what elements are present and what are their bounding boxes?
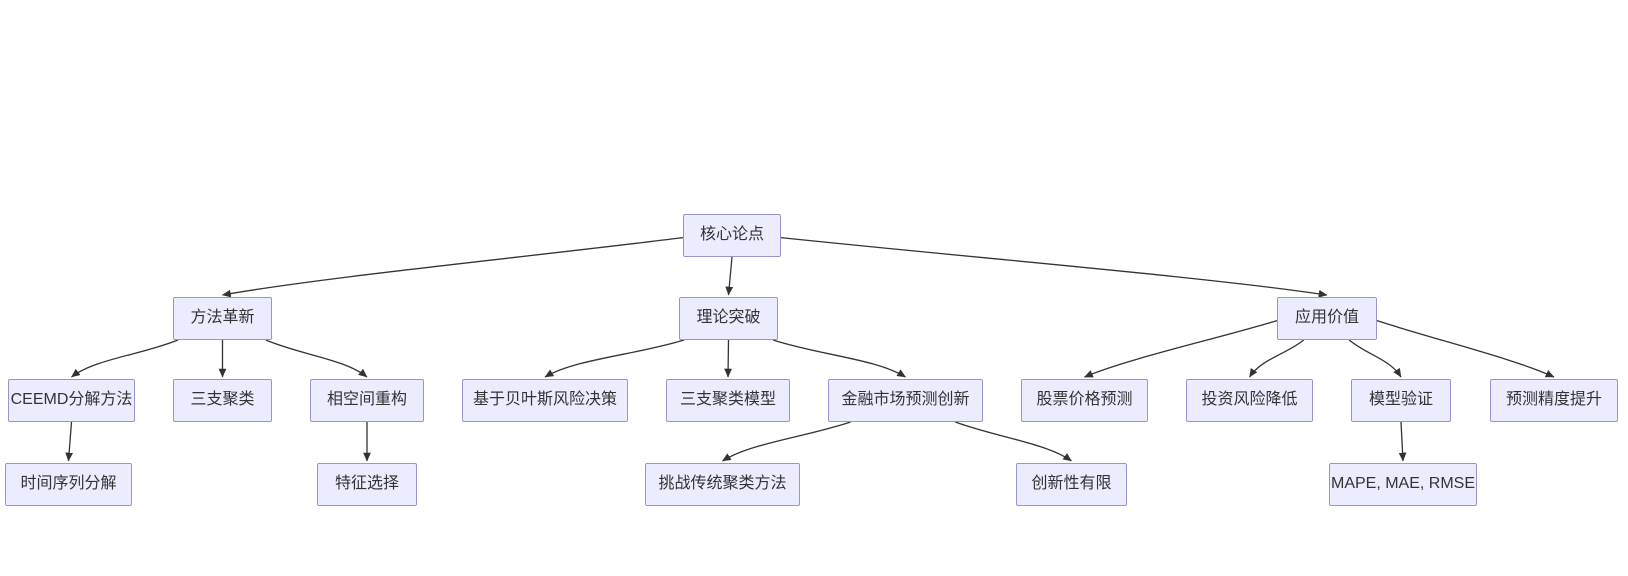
node-label: 理论突破 xyxy=(696,309,761,326)
node-label: 核心论点 xyxy=(699,226,764,243)
edge-financial-forecast-innovation-to-challenge-traditional-clustering xyxy=(722,421,851,462)
node-time-series-decomposition: 时间序列分解 xyxy=(5,463,132,506)
node-challenge-traditional-clustering: 挑战传统聚类方法 xyxy=(645,463,800,506)
node-core-thesis: 核心论点 xyxy=(683,214,781,257)
node-label: 相空间重构 xyxy=(326,391,407,408)
node-model-validation: 模型验证 xyxy=(1351,379,1451,422)
node-label: CEEMD分解方法 xyxy=(10,391,133,408)
node-theory-breakthrough: 理论突破 xyxy=(679,297,778,340)
node-three-way-clustering-model: 三支聚类模型 xyxy=(666,379,790,422)
node-label: 金融市场预测创新 xyxy=(841,391,970,408)
edge-theory-breakthrough-to-bayes-risk-decision xyxy=(544,339,685,378)
node-label: 预测精度提升 xyxy=(1505,391,1602,408)
node-bayes-risk-decision: 基于贝叶斯风险决策 xyxy=(462,379,628,422)
edge-model-validation-to-evaluation-metrics xyxy=(1398,421,1407,462)
edge-core-thesis-to-theory-breakthrough xyxy=(725,256,734,296)
edge-financial-forecast-innovation-to-limited-innovation xyxy=(955,421,1072,462)
edge-method-innovation-to-ceemd-decomposition xyxy=(71,339,179,378)
node-method-innovation: 方法革新 xyxy=(173,297,272,340)
edge-application-value-to-stock-price-prediction xyxy=(1084,320,1278,378)
node-financial-forecast-innovation: 金融市场预测创新 xyxy=(828,379,983,422)
edge-theory-breakthrough-to-three-way-clustering-model xyxy=(724,339,733,378)
node-feature-selection: 特征选择 xyxy=(317,463,417,506)
node-label: 三支聚类模型 xyxy=(679,391,776,408)
node-investment-risk-reduction: 投资风险降低 xyxy=(1186,379,1313,422)
node-label: 模型验证 xyxy=(1368,391,1433,408)
node-label: 方法革新 xyxy=(190,309,255,326)
edge-core-thesis-to-application-value xyxy=(780,237,1328,298)
node-prediction-accuracy-improvement: 预测精度提升 xyxy=(1490,379,1618,422)
node-stock-price-prediction: 股票价格预测 xyxy=(1021,379,1148,422)
node-label: 特征选择 xyxy=(334,475,399,492)
edge-method-innovation-to-phase-space-reconstruction xyxy=(265,339,368,378)
edge-application-value-to-investment-risk-reduction xyxy=(1248,339,1305,378)
node-ceemd-decomposition: CEEMD分解方法 xyxy=(8,379,135,422)
node-label: MAPE, MAE, RMSE xyxy=(1330,475,1476,492)
edge-application-value-to-model-validation xyxy=(1348,339,1402,378)
node-three-way-clustering: 三支聚类 xyxy=(173,379,272,422)
node-limited-innovation: 创新性有限 xyxy=(1016,463,1127,506)
node-label: 挑战传统聚类方法 xyxy=(658,475,787,492)
edge-core-thesis-to-method-innovation xyxy=(222,237,684,298)
node-evaluation-metrics: MAPE, MAE, RMSE xyxy=(1329,463,1477,506)
node-label: 三支聚类 xyxy=(190,391,255,408)
node-label: 创新性有限 xyxy=(1031,475,1112,492)
node-label: 应用价值 xyxy=(1294,309,1359,326)
node-label: 股票价格预测 xyxy=(1036,391,1133,408)
edge-ceemd-decomposition-to-time-series-decomposition xyxy=(65,421,74,462)
node-label: 时间序列分解 xyxy=(20,475,117,492)
edge-theory-breakthrough-to-financial-forecast-innovation xyxy=(772,339,906,378)
edge-application-value-to-prediction-accuracy-improvement xyxy=(1376,320,1555,378)
node-application-value: 应用价值 xyxy=(1277,297,1377,340)
node-label: 投资风险降低 xyxy=(1201,391,1298,408)
node-label: 基于贝叶斯风险决策 xyxy=(472,391,617,408)
node-phase-space-reconstruction: 相空间重构 xyxy=(310,379,424,422)
